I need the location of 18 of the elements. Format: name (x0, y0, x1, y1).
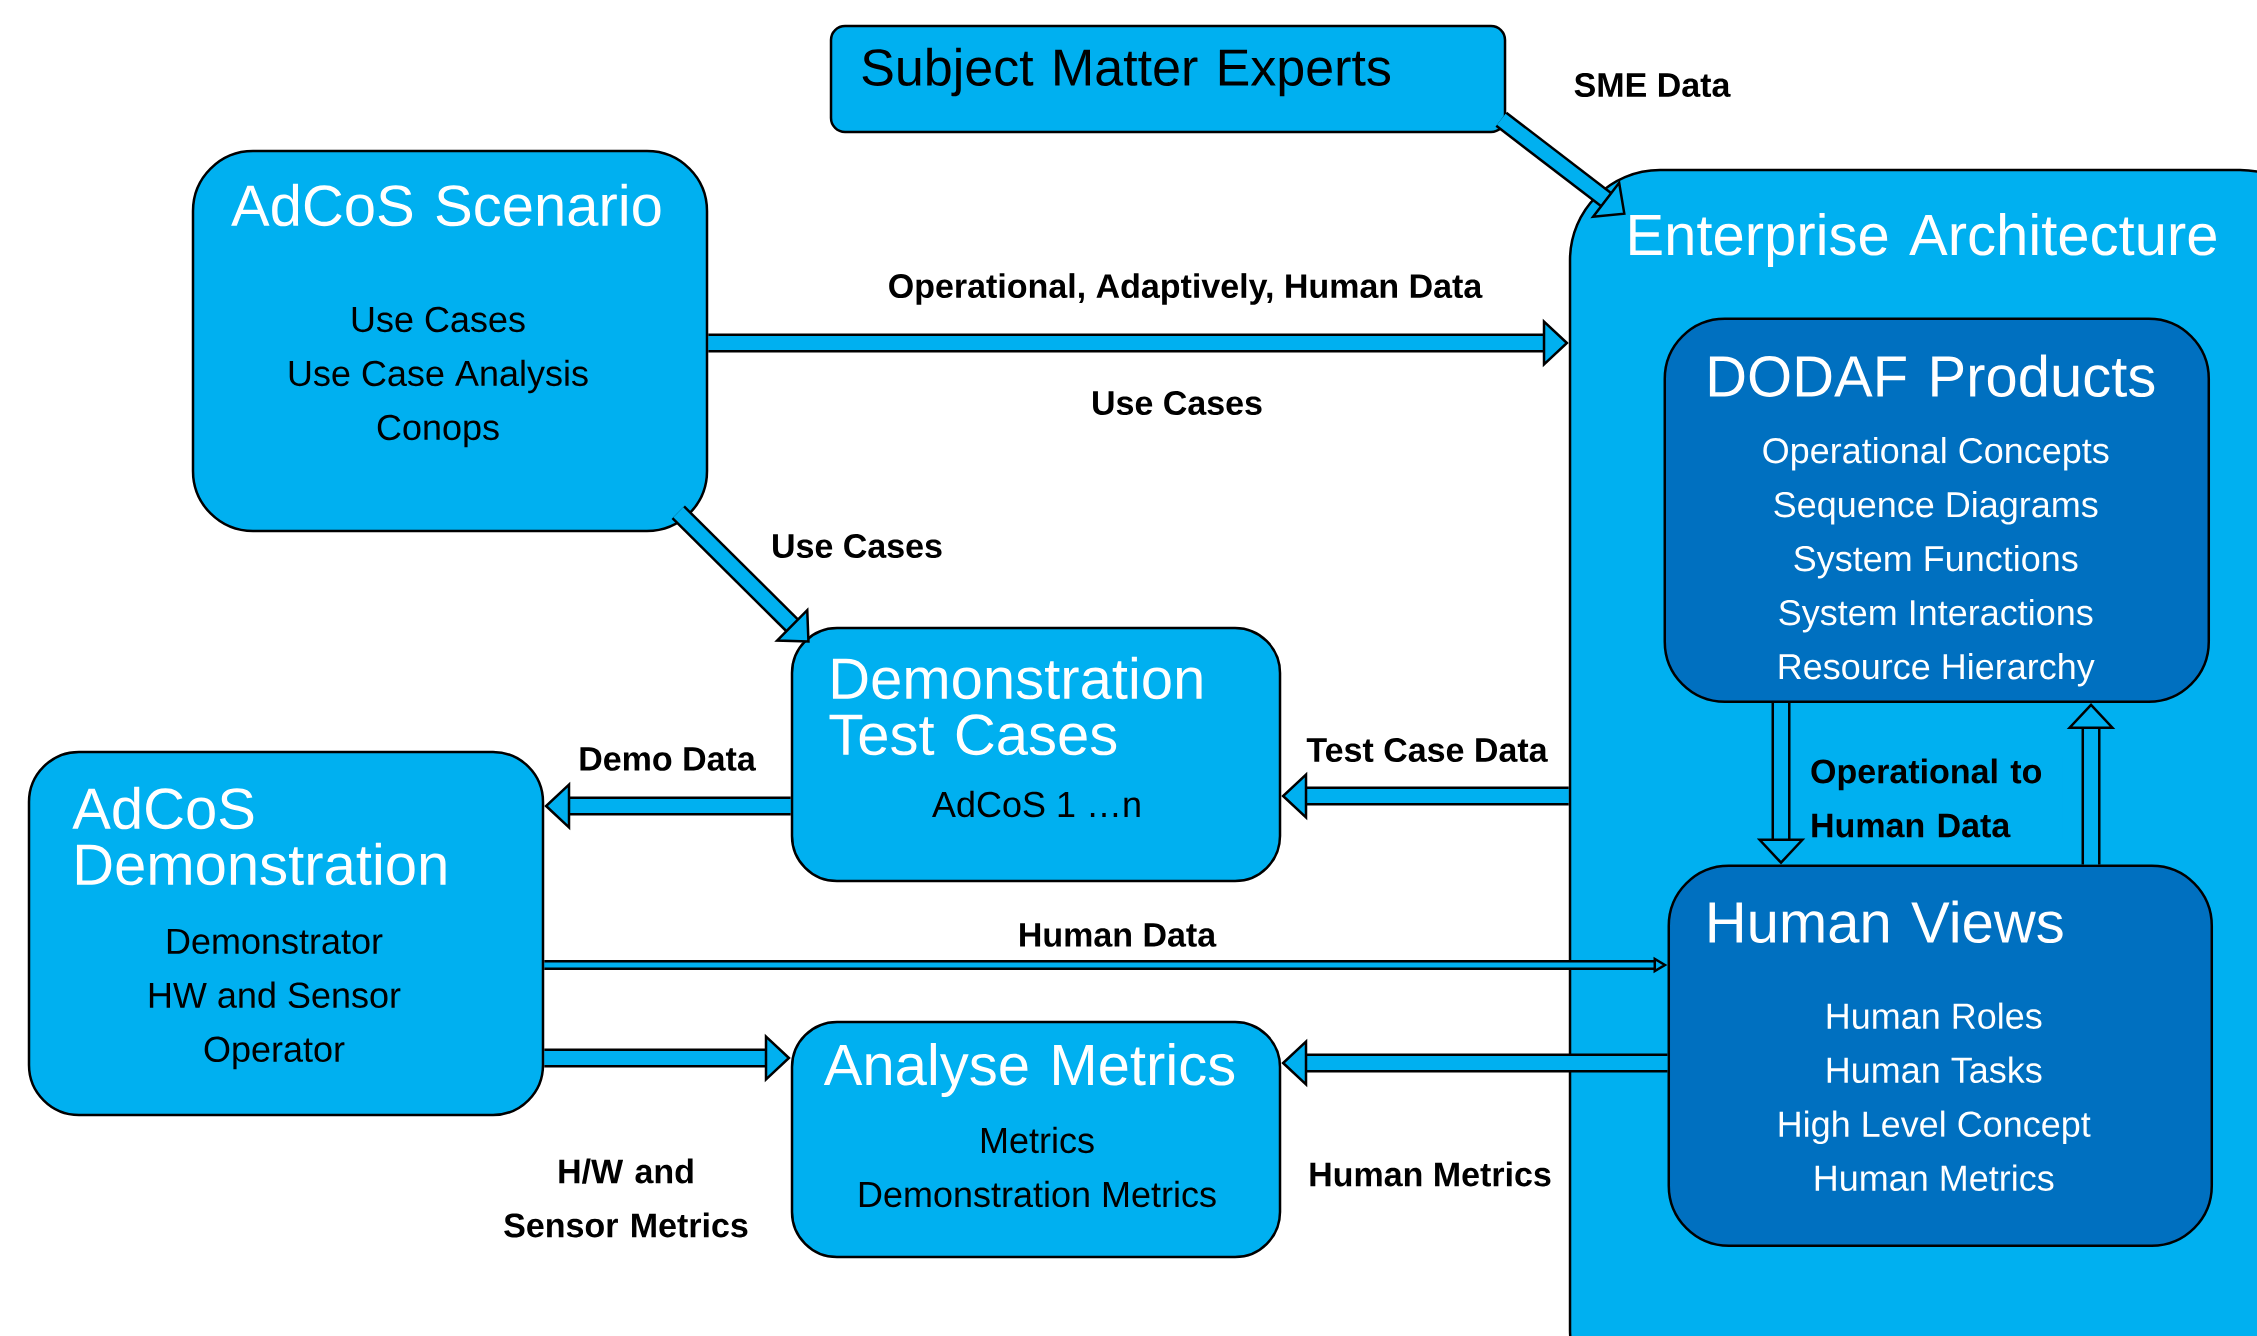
edge-label: H/W and Sensor Metrics (484, 1156, 768, 1240)
arrow-label: Use Cases (1089, 388, 1265, 418)
arrow (671, 505, 810, 643)
process-box: AdCoS Scenario Use Cases Use Case Analysis Conops (191, 149, 709, 533)
process-box: Demonstration Test Cases AdCoS 1 …n (790, 626, 1282, 883)
edge-label: Use Cases (769, 531, 945, 561)
edge-label: Operational, Adaptively, Human Data (885, 271, 1485, 307)
edge-label: Human Metrics (1306, 1159, 1554, 1189)
edge-label: Operational to Human Data (1808, 756, 2063, 840)
edge-label: Demo Data (576, 745, 758, 773)
process-box: Human Views Human Roles Human Tasks High Level Concept Human Metrics (1667, 864, 2214, 1247)
process-box: Subject Matter Experts (829, 24, 1507, 134)
process-box: AdCoS Demonstration Demonstrator HW and Sensor Operator (27, 750, 545, 1117)
process-box: Analyse Metrics Metrics Demonstration Metrics (790, 1020, 1282, 1259)
process-box: DODAF Products Operational Concepts Sequence Diagrams System Functions System Interactions Resource Hierarchy (1663, 317, 2211, 703)
edge-label: Human Data (1015, 921, 1219, 949)
edge-label: Test Case Data (1304, 736, 1550, 765)
edge-label: SME Data (1571, 70, 1733, 100)
